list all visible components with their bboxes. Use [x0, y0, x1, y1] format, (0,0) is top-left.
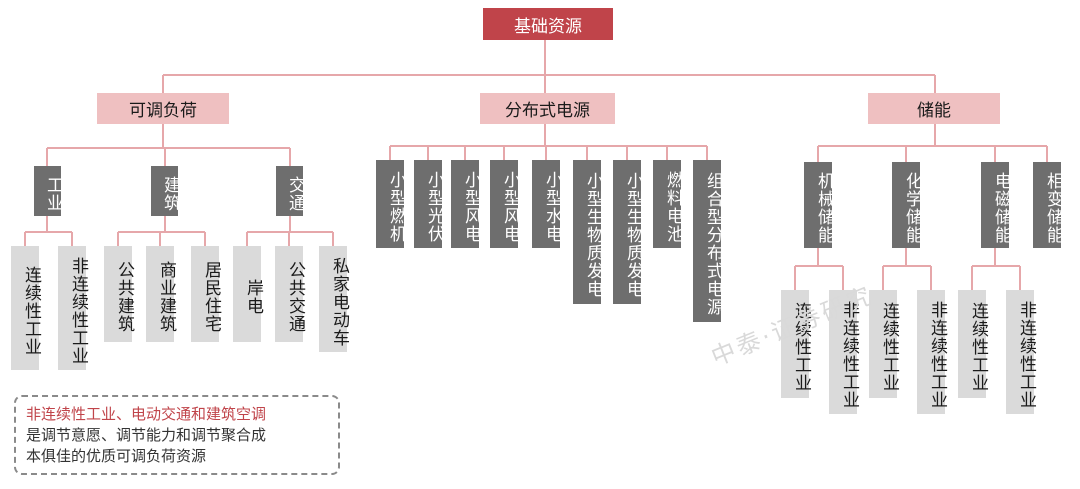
leaf-private-ev: 私家电动车 [319, 246, 349, 352]
leaf-mechanical-continuous: 连续性工业 [781, 290, 811, 398]
leaf-public-building: 公共建筑 [104, 246, 134, 342]
category-storage: 储能 [868, 93, 1000, 124]
leaf-small-wind-2: 小型风电 [490, 160, 520, 248]
leaf-small-biomass-2: 小型生物质发电 [613, 160, 643, 304]
leaf-chemical-noncontinuous: 非连续性工业 [917, 290, 947, 414]
group-electromagnetic-storage: 电磁储能 [981, 162, 1011, 248]
leaf-residential: 居民住宅 [191, 246, 221, 342]
leaf-noncontinuous-industry: 非连续性工业 [58, 246, 88, 370]
group-industry: 工业 [34, 166, 63, 216]
category-distributed-power: 分布式电源 [480, 93, 615, 124]
group-chemical-storage: 化学储能 [892, 162, 922, 248]
root-node: 基础资源 [483, 8, 613, 40]
leaf-mechanical-noncontinuous: 非连续性工业 [829, 290, 859, 414]
note-line-3: 本俱佳的优质可调负荷资源 [26, 447, 207, 465]
leaf-small-wind-1: 小型风电 [451, 160, 481, 248]
leaf-chemical-continuous: 连续性工业 [869, 290, 899, 398]
leaf-shore-power: 岸电 [233, 246, 263, 342]
category-adjustable-load: 可调负荷 [97, 93, 229, 124]
leaf-public-transport: 公共交通 [275, 246, 305, 342]
leaf-small-hydro: 小型水电 [532, 160, 562, 248]
leaf-small-gas-turbine: 小型燃机 [376, 160, 406, 248]
leaf-fuel-cell: 燃料电池 [653, 160, 683, 248]
group-building: 建筑 [151, 166, 180, 216]
group-phase-change-storage: 相变储能 [1033, 162, 1063, 248]
group-mechanical-storage: 机械储能 [804, 162, 834, 248]
leaf-electromagnetic-noncontinuous: 非连续性工业 [1006, 290, 1036, 414]
leaf-combined-distributed: 组合型分布式电源 [693, 160, 723, 322]
group-transport: 交通 [276, 166, 305, 216]
note-box: 非连续性工业、电动交通和建筑空调 是调节意愿、调节能力和调节聚合成 本俱佳的优质… [14, 395, 340, 475]
leaf-small-biomass-1: 小型生物质发电 [573, 160, 603, 304]
note-highlight: 非连续性工业、电动交通和建筑空调 [26, 405, 267, 423]
leaf-electromagnetic-continuous: 连续性工业 [958, 290, 988, 398]
note-line-2: 是调节意愿、调节能力和调节聚合成 [26, 426, 267, 444]
leaf-commercial-building: 商业建筑 [146, 246, 176, 342]
leaf-small-pv: 小型光伏 [414, 160, 444, 248]
leaf-continuous-industry: 连续性工业 [11, 246, 41, 370]
